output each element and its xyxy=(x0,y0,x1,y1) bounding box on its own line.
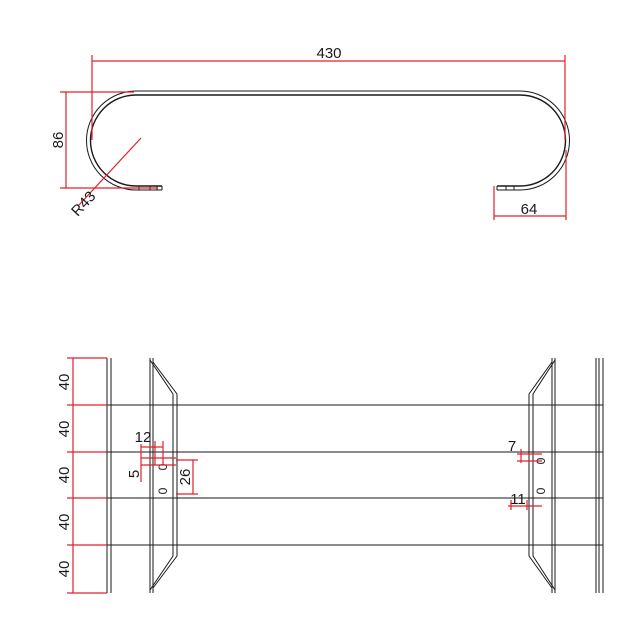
dim-label-5: 5 xyxy=(126,470,143,478)
dim-label-r43: R43 xyxy=(68,188,99,220)
dim-label-row-1: 40 xyxy=(56,374,73,391)
slat-lines xyxy=(107,404,603,546)
top-view: 0 0 0 0 40 40 40 40 40 xyxy=(56,357,604,594)
side-view: 430 86 R43 64 xyxy=(50,45,570,220)
dim-label-row-2: 40 xyxy=(56,421,73,438)
dim-label-26: 26 xyxy=(177,469,194,486)
dimension-leg: 64 xyxy=(493,150,567,220)
dim-label-7: 7 xyxy=(508,438,516,455)
right-bent-end xyxy=(595,358,604,593)
slot-holes: 0 0 0 0 xyxy=(156,457,548,494)
dim-label-430: 430 xyxy=(316,45,341,62)
bent-bar-profile xyxy=(86,90,570,191)
dim-label-12: 12 xyxy=(135,429,152,446)
dimension-left-holes: 12 5 26 xyxy=(126,429,198,495)
dim-label-row-5: 40 xyxy=(56,561,73,578)
right-support-bracket xyxy=(528,358,556,593)
dimension-row-heights: 40 40 40 40 40 xyxy=(56,357,107,594)
dimension-right-holes: 7 11 xyxy=(508,438,542,510)
dim-label-11: 11 xyxy=(510,491,526,508)
dim-label-86: 86 xyxy=(50,132,67,149)
dim-label-row-4: 40 xyxy=(56,514,73,531)
slot-hole-left-bottom: 0 xyxy=(156,487,170,494)
dimension-height: 86 xyxy=(50,91,158,189)
slot-hole-right-bottom: 0 xyxy=(534,487,548,494)
left-support-bracket xyxy=(149,358,178,593)
dim-label-row-3: 40 xyxy=(56,467,73,484)
slot-hole-left-top: 0 xyxy=(156,463,170,470)
dimension-overall-width: 430 xyxy=(91,45,566,140)
left-bent-end xyxy=(106,358,112,593)
dim-label-64: 64 xyxy=(521,201,538,218)
